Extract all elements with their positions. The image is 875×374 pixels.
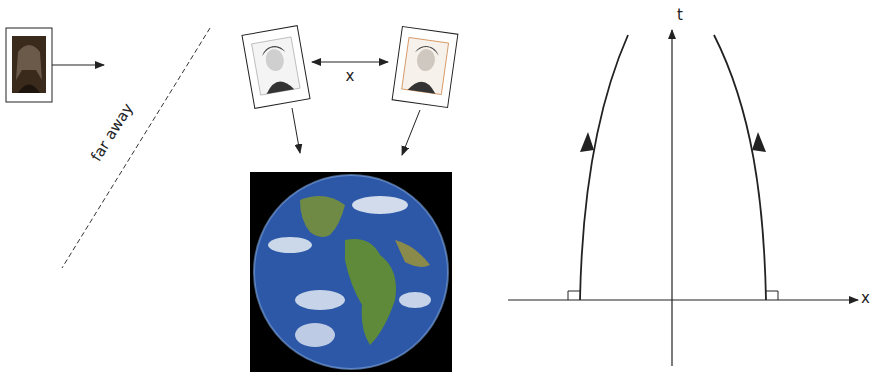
arrowhead [752, 132, 766, 152]
t-axis [671, 30, 672, 366]
right-angle-mark [568, 291, 580, 300]
arrow [52, 65, 104, 66]
einstein-portrait [392, 26, 458, 107]
arrowhead [580, 132, 594, 152]
separation-arrow [312, 62, 388, 63]
axis-label: x [859, 290, 872, 307]
separation-label: x [344, 68, 357, 85]
boundary-label: far away [87, 98, 138, 165]
x-axis [508, 299, 858, 300]
einstein-portrait [242, 26, 310, 109]
right-angle-mark [766, 291, 778, 300]
fall-arrow [292, 108, 300, 153]
newton-portrait [6, 28, 52, 102]
dashed-boundary [62, 28, 210, 268]
fall-arrow [402, 110, 420, 155]
worldline [580, 35, 628, 300]
worldline [714, 35, 766, 300]
axis-label: t [675, 7, 685, 24]
earth-image [250, 172, 452, 372]
